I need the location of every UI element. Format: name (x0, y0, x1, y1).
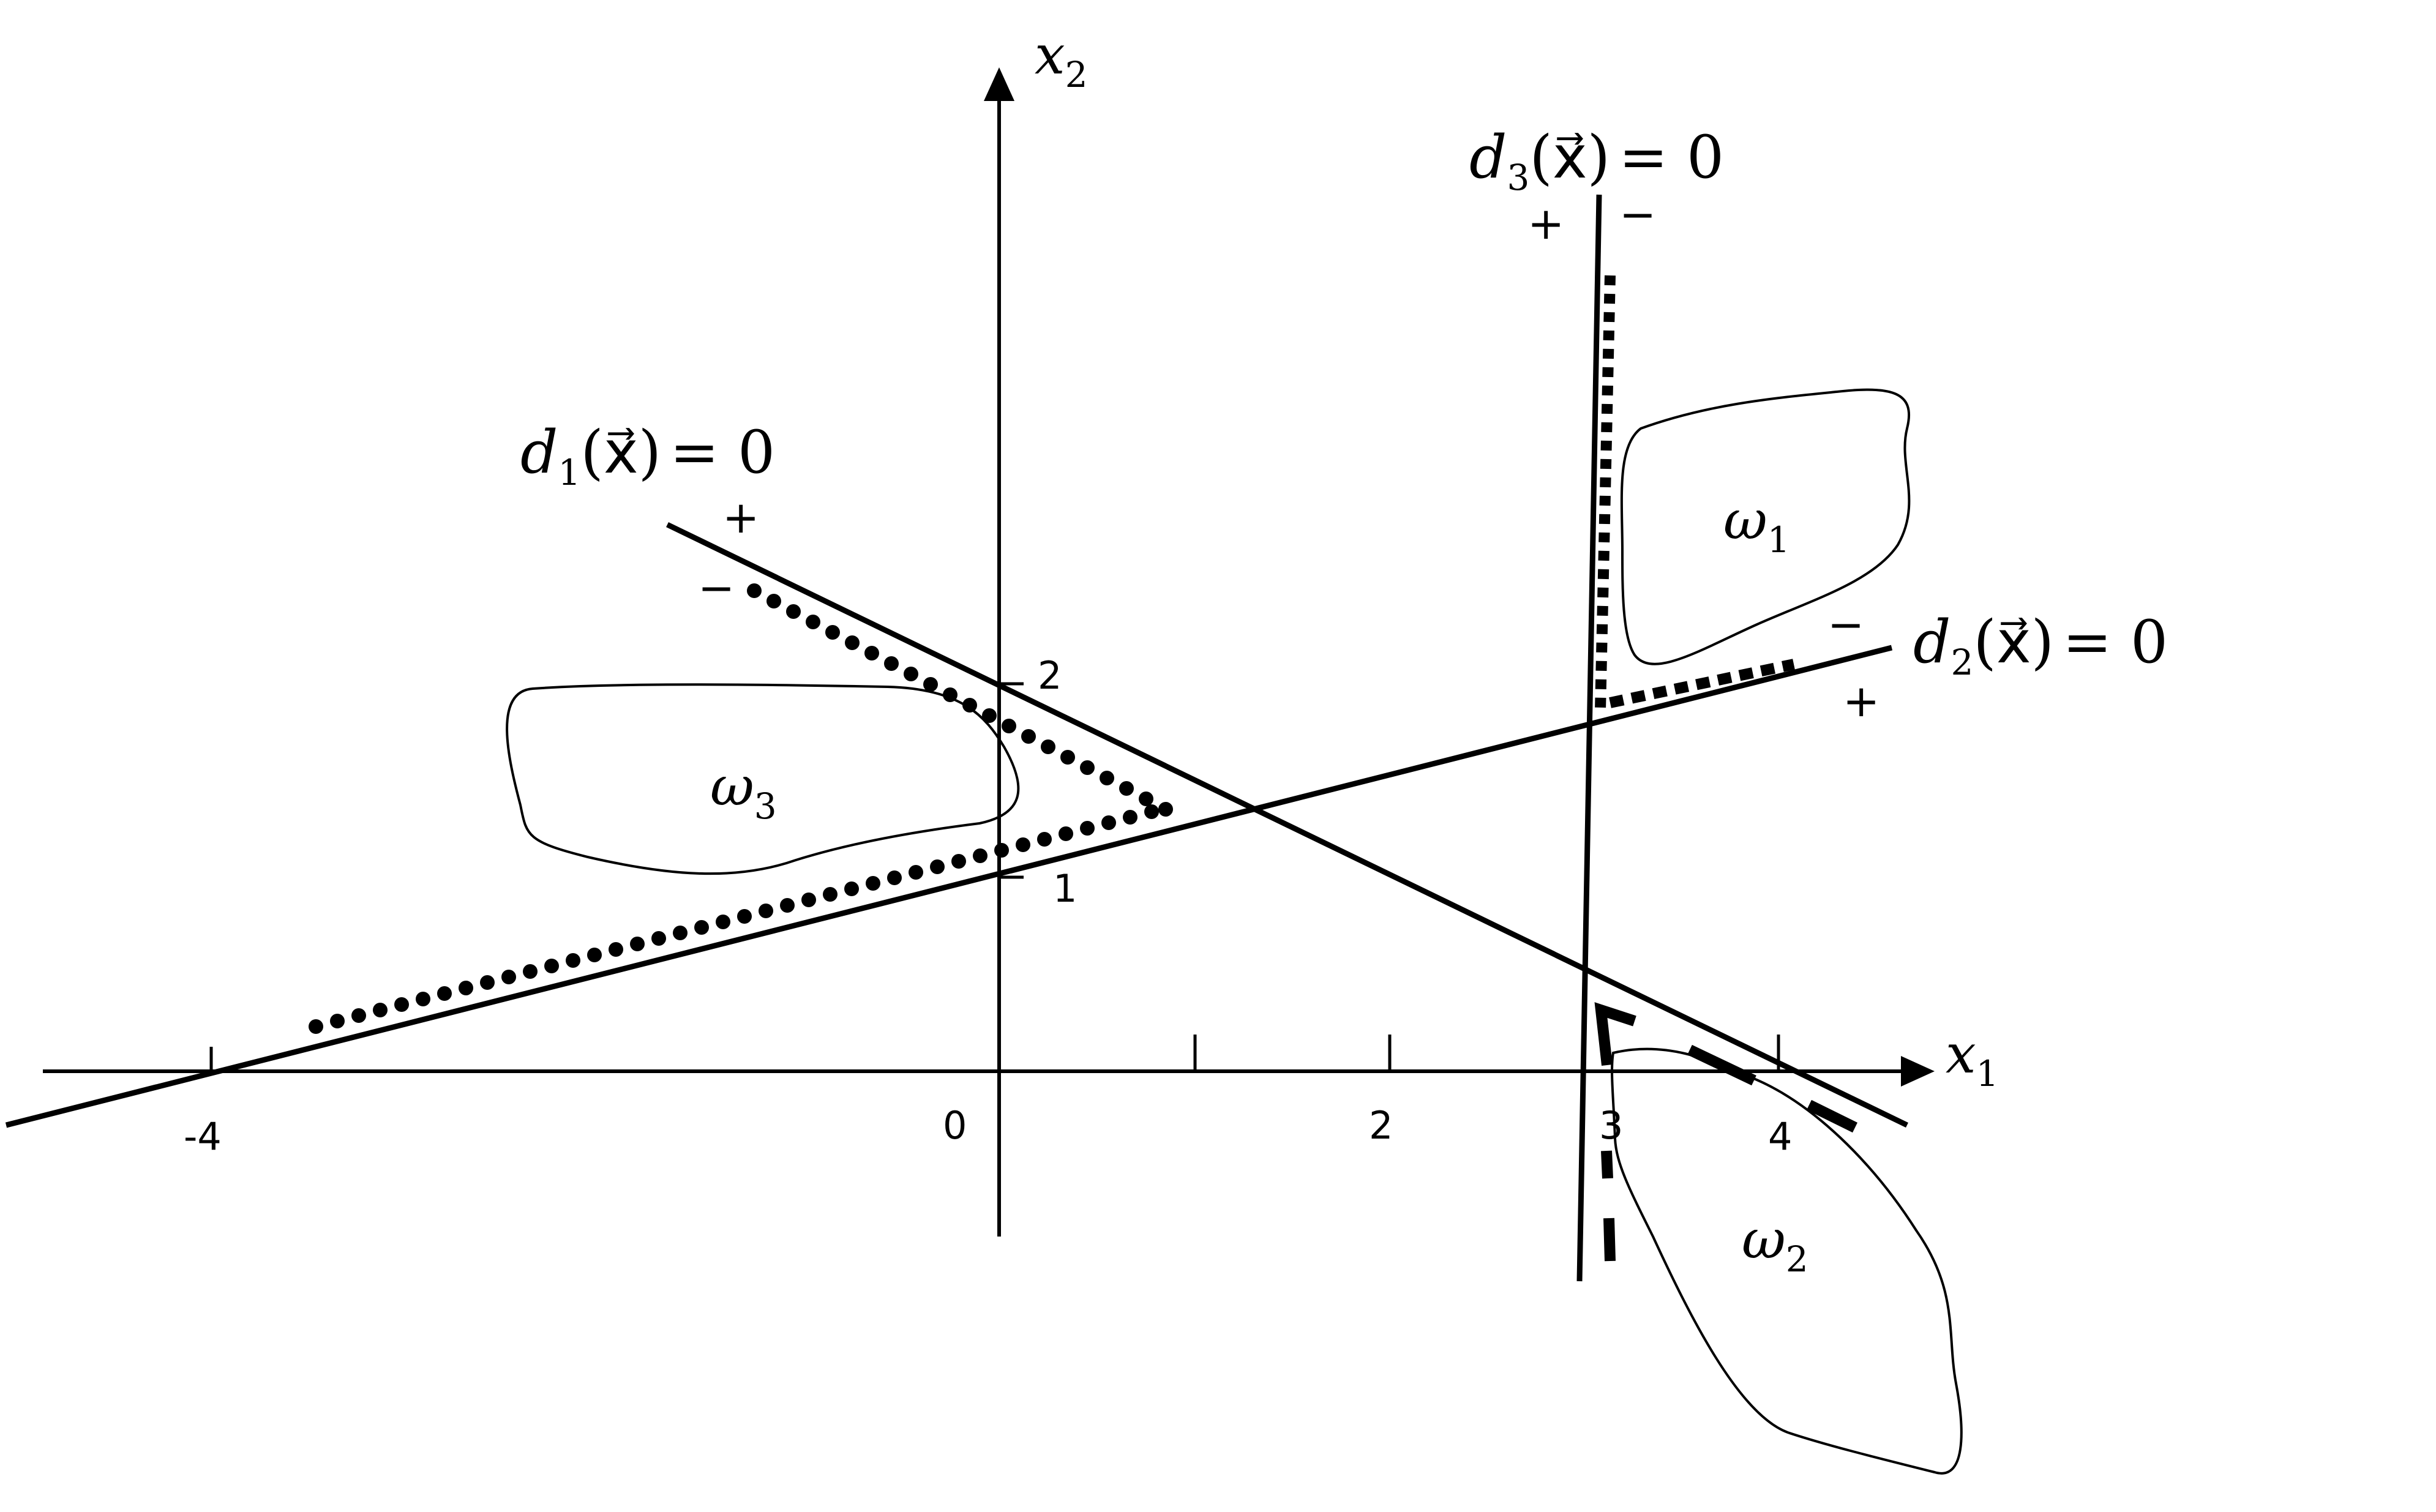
x-tick-label-2: 2 (1369, 1103, 1393, 1148)
region-omega1-boundary (1620, 388, 1911, 665)
d2-minus-sign: − (1827, 599, 1864, 650)
x-tick-label-minus4: -4 (184, 1114, 222, 1159)
y-tick-label-1: 1 (1053, 866, 1077, 911)
equation-d2: d2(x⃗)= 0 (1913, 608, 2168, 683)
x2-axis-label: x2 (1035, 23, 1088, 95)
equation-d1: d1(x⃗)= 0 (520, 418, 775, 493)
d3-plus-sign: + (1527, 198, 1564, 249)
region-omega3-label: ω3 (710, 755, 777, 827)
d2-plus-sign: + (1843, 675, 1879, 727)
x1-axis-label: x1 (1946, 1022, 1999, 1095)
d1-minus-sign: − (698, 562, 735, 613)
d1-plus-sign: + (722, 492, 759, 543)
region-omega2-boundary (1611, 1047, 1963, 1475)
line-d1 (666, 522, 1908, 1128)
y-tick-label-2: 2 (1038, 653, 1062, 698)
region-omega1-label: ω1 (1723, 488, 1790, 561)
x-tick-label-0: 0 (943, 1103, 967, 1148)
region-omega1-dashed-boundary (1595, 275, 1795, 711)
line-d3 (1576, 194, 1602, 1282)
equation-d3: d3(x⃗)= 0 (1469, 123, 1724, 198)
x1-axis-arrowhead (1901, 1056, 1935, 1087)
x-axis-ticks (209, 1035, 1780, 1071)
d3-minus-sign: − (1619, 189, 1656, 240)
line-d2 (5, 645, 1893, 1128)
region-omega2-dashed-boundary (1594, 1002, 1857, 1262)
x2-axis-arrowhead (984, 67, 1014, 101)
x-tick-label-3: 3 (1599, 1103, 1623, 1148)
region-omega2-label: ω2 (1742, 1208, 1808, 1280)
x-tick-label-4: 4 (1768, 1114, 1792, 1159)
y-axis-ticks (999, 682, 1024, 879)
region-omega3-boundary (506, 683, 1020, 875)
region-omega3-dotted-boundary (309, 583, 1173, 1034)
